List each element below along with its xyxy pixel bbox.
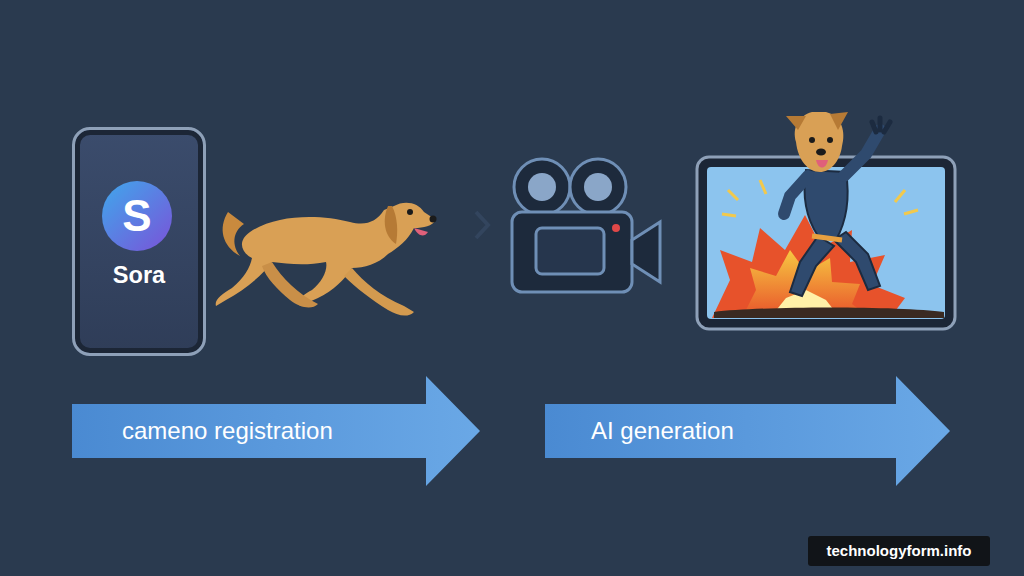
watermark-badge: technologyform.info (808, 536, 990, 566)
app-logo: S (102, 181, 172, 251)
step-label: AI generation (591, 417, 734, 445)
dog-illustration (216, 203, 437, 316)
step-arrow: AI generation (545, 376, 950, 486)
app-name: Sora (75, 262, 203, 289)
watermark: technologyform.info (827, 542, 972, 559)
step-label: cameno registration (122, 417, 333, 445)
step-arrow: cameno registration (72, 376, 480, 486)
phone-frame: Sora S (72, 127, 206, 356)
tablet-illustration (697, 112, 955, 329)
camera-icon (512, 159, 660, 292)
logo-letter: S (122, 191, 151, 242)
chevron (476, 212, 488, 238)
